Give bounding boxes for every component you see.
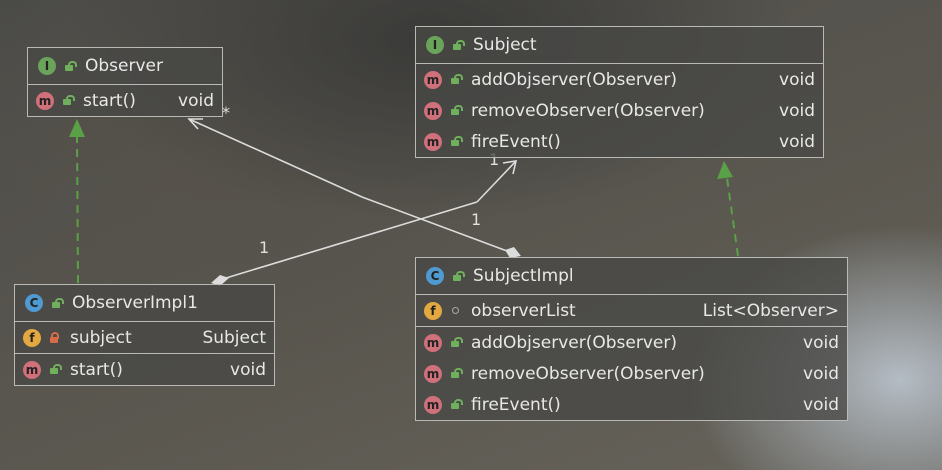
method-row[interactable]: m addObjserver(Observer) void <box>416 64 823 95</box>
public-visibility-icon <box>450 368 463 379</box>
method-name: removeObserver(Observer) <box>471 363 705 384</box>
method-name: fireEvent() <box>471 394 561 415</box>
method-return-type: void <box>779 100 815 121</box>
method-icon: m <box>424 132 442 151</box>
method-icon: m <box>424 101 442 120</box>
method-return-type: void <box>803 363 839 384</box>
multiplicity-observer-end: * <box>222 103 230 122</box>
class-box-observer-impl[interactable]: C ObserverImpl1 f subject Subject m star… <box>14 284 275 386</box>
method-row[interactable]: m fireEvent() void <box>416 126 823 157</box>
class-header: I Subject <box>416 27 823 64</box>
field-icon: f <box>424 301 442 320</box>
method-name: fireEvent() <box>471 131 561 152</box>
field-type: Subject <box>202 327 266 348</box>
class-header: C SubjectImpl <box>416 258 847 295</box>
method-icon: m <box>424 364 442 383</box>
method-icon: m <box>424 333 442 352</box>
observer-impl-realization <box>69 119 85 284</box>
method-return-type: void <box>779 69 815 90</box>
class-header: I Observer <box>28 48 222 85</box>
observer-impl-to-subject-association <box>211 160 518 286</box>
method-icon: m <box>424 70 442 89</box>
class-name: ObserverImpl1 <box>72 293 198 313</box>
methods-section: m addObjserver(Observer) void m removeOb… <box>416 64 823 157</box>
public-visibility-icon <box>450 337 463 348</box>
method-name: removeObserver(Observer) <box>471 100 705 121</box>
class-icon: C <box>426 267 444 285</box>
public-visibility-icon <box>450 105 463 116</box>
field-name: subject <box>70 327 132 348</box>
multiplicity-observer-impl-end: 1 <box>259 238 270 257</box>
public-visibility-icon <box>450 74 463 85</box>
method-row[interactable]: m removeObserver(Observer) void <box>416 358 847 389</box>
interface-icon: I <box>426 36 444 54</box>
fields-section: f observerList List<Observer> <box>416 295 847 327</box>
public-visibility-icon <box>51 297 64 309</box>
field-row[interactable]: f subject Subject <box>15 322 274 353</box>
public-visibility-icon <box>450 399 463 410</box>
method-name: start() <box>70 359 123 380</box>
method-row[interactable]: m addObjserver(Observer) void <box>416 327 847 358</box>
method-name: start() <box>83 90 136 111</box>
class-icon: C <box>25 294 43 312</box>
class-name: Subject <box>473 35 537 55</box>
method-row[interactable]: m start() void <box>28 85 222 116</box>
field-icon: f <box>23 328 41 347</box>
method-icon: m <box>23 360 41 379</box>
class-box-subject[interactable]: I Subject m addObjserver(Observer) void … <box>415 26 824 158</box>
method-return-type: void <box>803 332 839 353</box>
methods-section: m start() void <box>28 85 222 116</box>
class-box-subject-impl[interactable]: C SubjectImpl f observerList List<Observ… <box>415 257 848 421</box>
fields-section: f subject Subject <box>15 322 274 354</box>
method-row[interactable]: m removeObserver(Observer) void <box>416 95 823 126</box>
method-return-type: void <box>178 90 214 111</box>
class-box-observer[interactable]: I Observer m start() void <box>27 47 223 117</box>
public-visibility-icon <box>64 60 77 72</box>
method-name: addObjserver(Observer) <box>471 332 677 353</box>
private-lock-icon <box>49 332 60 343</box>
method-return-type: void <box>803 394 839 415</box>
method-row[interactable]: m start() void <box>15 354 274 385</box>
multiplicity-subject-impl-end: 1 <box>471 210 482 229</box>
public-visibility-icon <box>49 364 62 375</box>
public-visibility-icon <box>62 95 75 106</box>
field-name: observerList <box>471 300 576 321</box>
class-header: C ObserverImpl1 <box>15 285 274 322</box>
methods-section: m addObjserver(Observer) void m removeOb… <box>416 327 847 420</box>
multiplicity-subject-end: 1 <box>489 150 500 169</box>
public-visibility-icon <box>450 136 463 147</box>
subject-impl-realization <box>717 161 739 257</box>
field-type: List<Observer> <box>702 300 839 321</box>
field-row[interactable]: f observerList List<Observer> <box>416 295 847 326</box>
class-name: SubjectImpl <box>473 266 574 286</box>
subject-impl-to-observer-association <box>187 118 521 258</box>
method-icon: m <box>424 395 442 414</box>
method-row[interactable]: m fireEvent() void <box>416 389 847 420</box>
interface-icon: I <box>38 57 56 75</box>
package-private-icon <box>450 305 461 316</box>
class-name: Observer <box>85 56 163 76</box>
public-visibility-icon <box>452 270 465 282</box>
methods-section: m start() void <box>15 354 274 385</box>
method-name: addObjserver(Observer) <box>471 69 677 90</box>
method-icon: m <box>36 91 54 110</box>
method-return-type: void <box>230 359 266 380</box>
public-visibility-icon <box>452 39 465 51</box>
method-return-type: void <box>779 131 815 152</box>
